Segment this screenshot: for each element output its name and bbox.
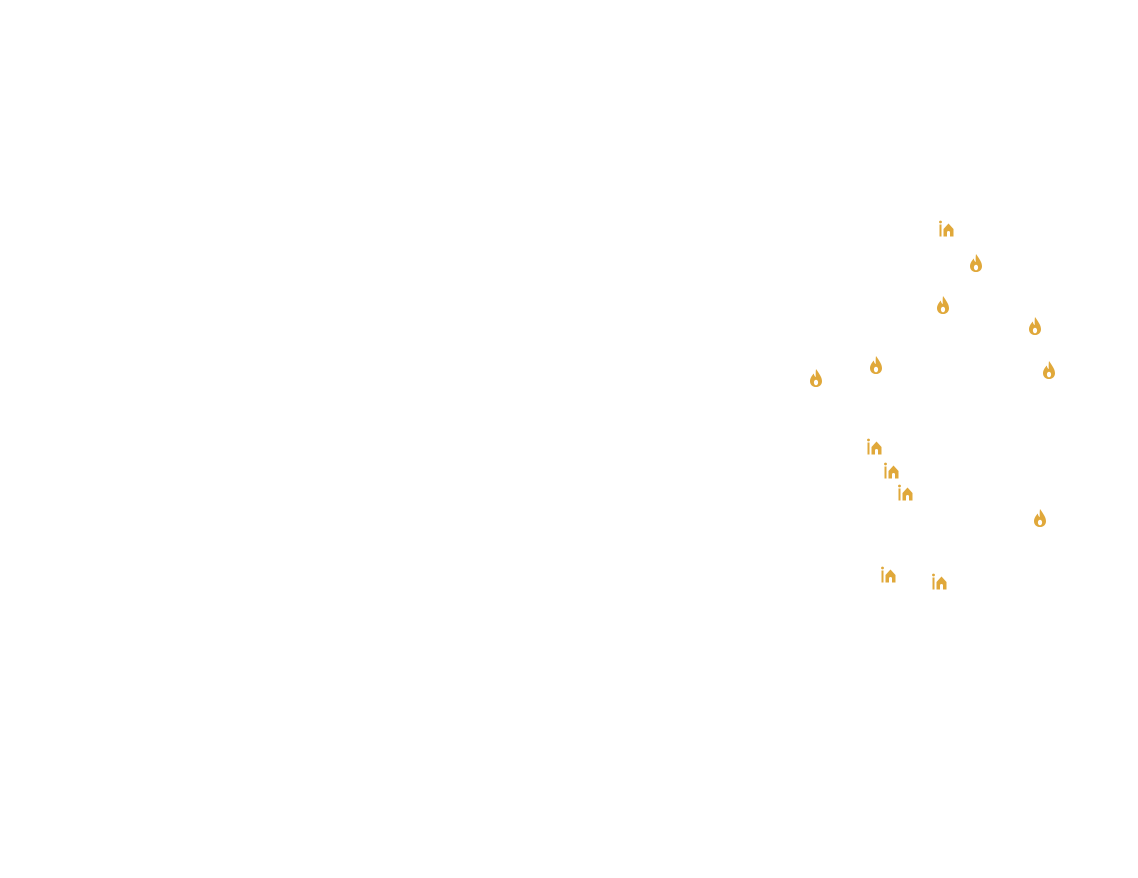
fire-icon[interactable] — [869, 355, 883, 375]
fire-icon[interactable] — [1028, 316, 1042, 336]
mosque-icon[interactable] — [883, 462, 901, 480]
fire-icon[interactable] — [1033, 508, 1047, 528]
mosque-icon[interactable] — [897, 484, 915, 502]
fire-icon[interactable] — [936, 295, 950, 315]
fire-icon[interactable] — [969, 253, 983, 273]
mosque-icon[interactable] — [880, 566, 898, 584]
mosque-icon[interactable] — [938, 220, 956, 238]
fire-icon[interactable] — [809, 368, 823, 388]
mosque-icon[interactable] — [931, 573, 949, 591]
fire-icon[interactable] — [1042, 360, 1056, 380]
mosque-icon[interactable] — [866, 438, 884, 456]
